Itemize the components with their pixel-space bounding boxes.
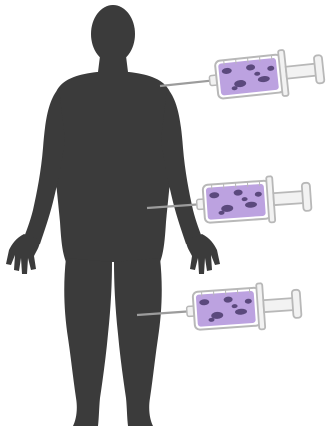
graduation-tick [224, 60, 225, 65]
plunger-thumb [314, 55, 325, 84]
syringe-liquid [218, 58, 279, 96]
syringe-liquid [196, 291, 256, 327]
plunger-rod [263, 298, 294, 312]
silhouette-torso [52, 72, 174, 262]
syringe-liquid [206, 184, 266, 220]
graduation-tick [248, 58, 249, 63]
graduation-tick [259, 56, 260, 61]
graduation-tick [271, 55, 272, 60]
graduation-tick [236, 59, 237, 64]
plunger-thumb [292, 290, 302, 318]
plunger-thumb [302, 183, 312, 211]
plunger-rod [273, 191, 304, 205]
silhouette-head [91, 5, 135, 63]
plunger-rod [286, 64, 317, 79]
